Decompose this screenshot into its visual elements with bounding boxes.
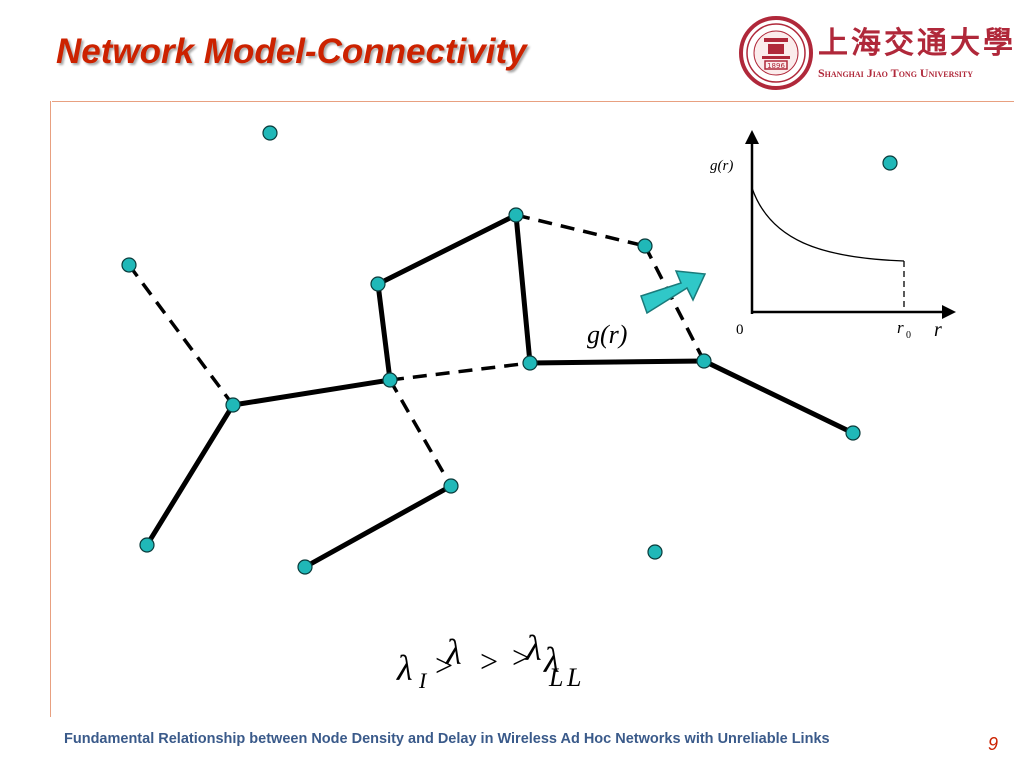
formula-lambda: λ bbox=[396, 648, 413, 688]
dashed-links bbox=[127, 213, 706, 487]
network-node bbox=[121, 257, 137, 273]
seal-year: 1896 bbox=[767, 62, 785, 70]
solid-links bbox=[144, 212, 856, 570]
network-node bbox=[262, 125, 278, 141]
formula-sub-l: L bbox=[548, 663, 563, 692]
formula-sub-i: I bbox=[418, 668, 428, 693]
inset-origin-label: 0 bbox=[736, 322, 744, 338]
header-rule bbox=[52, 101, 1014, 102]
solid-link bbox=[230, 377, 393, 408]
solid-link bbox=[701, 358, 856, 436]
page-number: 9 bbox=[988, 734, 999, 754]
inset-x-arrow-icon bbox=[942, 305, 956, 319]
pointer-arrow-icon bbox=[640, 270, 707, 315]
solid-link bbox=[527, 358, 707, 366]
network-node bbox=[845, 425, 861, 441]
dashed-link bbox=[389, 361, 531, 382]
solid-link bbox=[375, 281, 393, 383]
formula: λ I > λ > > λ λ L L bbox=[396, 628, 581, 693]
footer-text: Fundamental Relationship between Node De… bbox=[64, 731, 830, 747]
solid-link bbox=[513, 212, 533, 366]
dashed-link bbox=[388, 379, 453, 487]
logo-chinese-name: 上海交通大學 bbox=[818, 26, 1016, 61]
dashed-link bbox=[515, 213, 646, 248]
university-logo: 1896 上海交通大學 Shanghai Jiao Tong Universit… bbox=[738, 14, 1013, 92]
inset-decay-curve bbox=[751, 187, 905, 262]
formula-greater: > bbox=[433, 647, 455, 683]
solid-link bbox=[302, 483, 454, 570]
network-node bbox=[139, 537, 155, 553]
inset-y-arrow-icon bbox=[745, 130, 759, 144]
inset-plot: g(r) 0 r 0 r bbox=[710, 130, 956, 341]
network-node bbox=[696, 353, 712, 369]
network-node bbox=[297, 559, 313, 575]
formula-lambda-4: λ bbox=[543, 640, 560, 680]
university-seal-icon: 1896 bbox=[739, 16, 813, 90]
network-node bbox=[225, 397, 241, 413]
slide-title: Network Model-Connectivity bbox=[56, 32, 527, 71]
left-rule bbox=[50, 101, 51, 717]
network-node bbox=[508, 207, 524, 223]
formula-lambda-3: λ bbox=[525, 628, 542, 668]
logo-english-name: Shanghai Jiao Tong University bbox=[818, 66, 974, 80]
nodes bbox=[121, 125, 898, 575]
network-node bbox=[647, 544, 663, 560]
network-node bbox=[637, 238, 653, 254]
inset-y-label: g(r) bbox=[710, 158, 733, 174]
formula-greater-3: > bbox=[510, 639, 532, 675]
network-node bbox=[882, 155, 898, 171]
solid-link bbox=[144, 402, 236, 548]
network-node bbox=[443, 478, 459, 494]
dashed-link bbox=[127, 263, 235, 407]
network-node bbox=[370, 276, 386, 292]
network-node bbox=[522, 355, 538, 371]
network-node bbox=[382, 372, 398, 388]
formula-lambda-2: λ bbox=[445, 632, 462, 672]
edge-label: g(r) bbox=[587, 320, 627, 349]
inset-cutoff-label: r bbox=[897, 318, 904, 337]
solid-link bbox=[371, 212, 519, 289]
formula-sub-l-2: L bbox=[566, 663, 581, 692]
formula-greater-2: > bbox=[478, 643, 500, 679]
inset-x-label: r bbox=[934, 319, 942, 341]
inset-cutoff-subscript: 0 bbox=[906, 330, 911, 341]
